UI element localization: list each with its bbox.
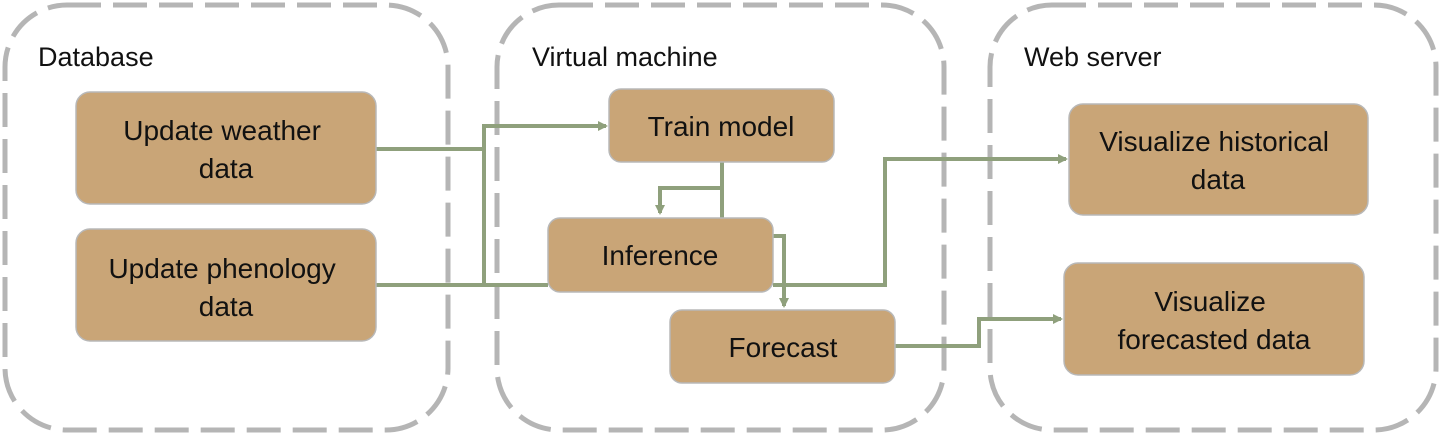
update-phenology-line-1: Update phenology [108,253,335,284]
svg-text:Visualize forecasted dat: Visualize forecasted data [1117,286,1310,355]
inference-box: Inference [547,217,774,293]
connector-train-to-inference [655,162,724,215]
database-container: Database [2,2,451,433]
svg-text:Forecast: Forecast [729,332,838,363]
visualize-historical-line-1: Visualize historical [1099,126,1329,157]
visualize-historical-data-box: Visualize historical data [1068,103,1369,216]
train-model-label: Train model [648,111,795,142]
update-phenology-data-box: Update phenology data [75,228,377,342]
update-weather-data-box: Update weather data [75,91,377,205]
visualize-forecasted-line-2: forecasted data [1117,324,1310,355]
svg-text:Update phenology data: Update phenology data [108,253,343,322]
flow-connectors [376,121,1068,348]
update-weather-line-2: data [199,153,254,184]
virtual-machine-container: Virtual machine [494,2,947,433]
connector-trunk-to-train-model [482,121,608,285]
virtual-machine-title: Virtual machine [532,42,718,72]
update-weather-line-1: Update weather [123,115,321,146]
forecast-label: Forecast [729,332,838,363]
visualize-historical-line-2: data [1191,164,1246,195]
connector-inference-to-historical [773,154,1068,287]
svg-text:Visualize historical dat: Visualize historical data [1099,126,1337,195]
visualize-forecasted-line-1: Visualize [1154,286,1266,317]
visualize-forecasted-data-box: Visualize forecasted data [1063,262,1365,376]
update-phenology-line-2: data [199,291,254,322]
svg-text:Inference: Inference [602,240,719,271]
web-server-title: Web server [1024,42,1162,72]
forecast-box: Forecast [669,309,896,384]
train-model-box: Train model [608,88,835,163]
web-server-container: Web server [987,2,1439,433]
inference-label: Inference [602,240,719,271]
connector-forecast-to-forecasted [895,314,1063,348]
svg-text:Update weather data: Update weather data [123,115,328,184]
svg-text:Train model: Train model [648,111,795,142]
database-title: Database [38,42,154,72]
